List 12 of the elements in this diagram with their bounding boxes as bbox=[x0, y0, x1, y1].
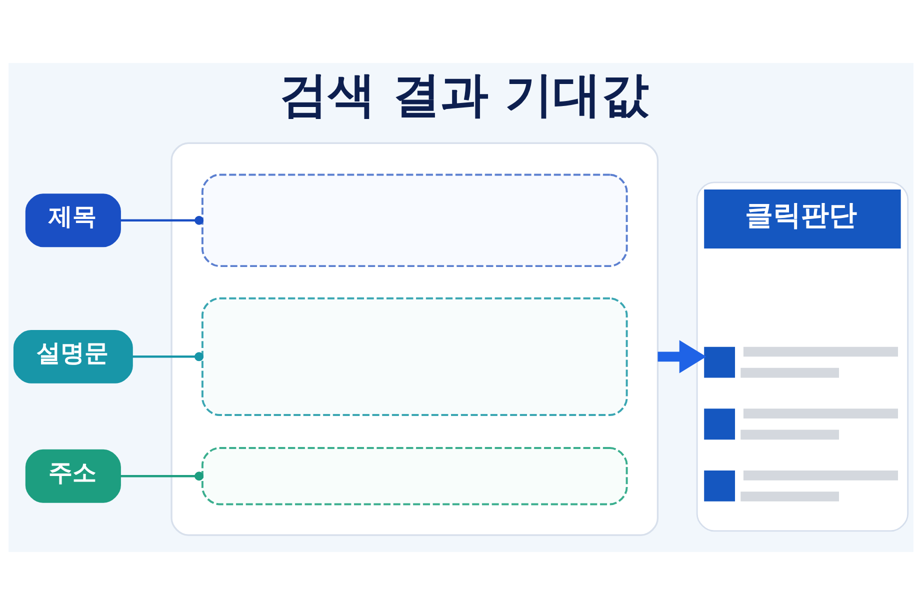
connector bbox=[132, 352, 204, 361]
node-box: 제목 bbox=[25, 193, 121, 247]
node-box bbox=[201, 173, 628, 267]
node-box bbox=[201, 296, 628, 416]
cluster bbox=[170, 142, 659, 536]
node-box: 설명문 bbox=[13, 329, 133, 383]
node-box bbox=[201, 446, 628, 505]
diagram-title: 검색 결과 기대값 bbox=[280, 68, 649, 123]
connector bbox=[120, 471, 204, 480]
arrow bbox=[658, 340, 706, 373]
node-box: 주소 bbox=[25, 448, 121, 502]
connector bbox=[120, 215, 204, 224]
